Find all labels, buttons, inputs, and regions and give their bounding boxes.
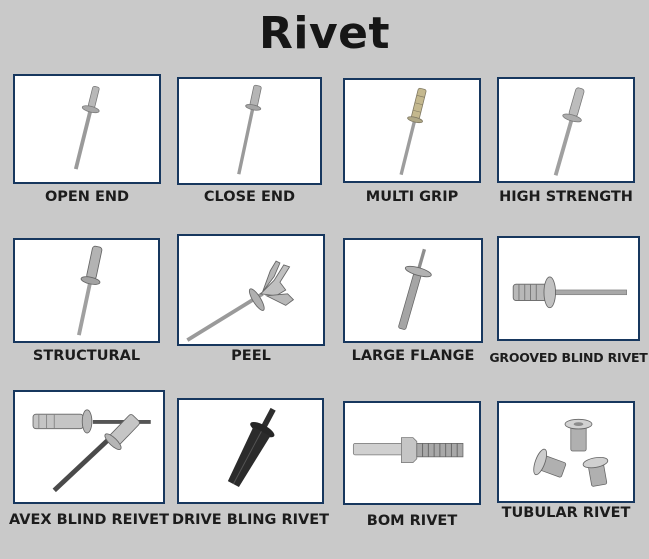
drive-rivet-icon: [227, 407, 276, 487]
avex-blind-image: [13, 390, 165, 504]
rivet-label: HIGH STRENGTH: [499, 189, 633, 205]
rivet-label: CLOSE END: [203, 189, 296, 205]
bom-rivet-icon: [352, 437, 464, 463]
rivet-label: OPEN END: [44, 189, 130, 205]
high-strength-image: [497, 77, 635, 183]
rivet-label: MULTI GRIP: [365, 189, 459, 205]
rivet-card-close-end: CLOSE END: [177, 77, 322, 217]
rivet-label: BOM RIVET: [366, 513, 458, 529]
bom-image: [343, 401, 481, 505]
rivet-label: GROOVED BLIND RIVET: [489, 350, 648, 365]
multi-grip-rivet-icon: [399, 87, 427, 176]
rivet-card-structural: STRUCTURAL: [13, 238, 160, 378]
rivet-label: TUBULAR RIVET: [501, 505, 631, 521]
rivet-label: PEEL: [231, 348, 271, 364]
open-end-image: [13, 74, 161, 184]
rivet-card-tubular: TUBULAR RIVET: [497, 401, 635, 541]
rivet-label: STRUCTURAL: [32, 348, 141, 364]
peel-rivet-icon: [186, 260, 295, 342]
structural-rivet-icon: [77, 245, 103, 336]
page-title: Rivet: [258, 8, 391, 59]
close-end-image: [177, 77, 322, 185]
avex-blind-rivet-icon: [32, 409, 151, 493]
peel-image: [177, 234, 325, 346]
large-flange-rivet-icon: [398, 248, 432, 330]
rivet-card-grooved-blind: GROOVED BLIND RIVET: [489, 236, 648, 376]
close-end-rivet-icon: [237, 84, 262, 175]
rivet-label: DRIVE BLING RIVET: [171, 512, 330, 528]
rivet-card-peel: PEEL: [177, 234, 325, 374]
rivet-card-high-strength: HIGH STRENGTH: [497, 77, 635, 217]
tubular-rivet-icon: [533, 418, 609, 487]
rivet-card-avex-blind: AVEX BLIND REIVET: [9, 390, 169, 535]
rivet-card-large-flange: LARGE FLANGE: [343, 238, 483, 378]
rivet-label: AVEX BLIND REIVET: [9, 512, 169, 528]
open-end-rivet-icon: [73, 85, 100, 170]
rivet-card-multi-grip: MULTI GRIP: [343, 78, 481, 218]
high-strength-rivet-icon: [553, 87, 585, 176]
rivet-label: LARGE FLANGE: [351, 348, 475, 364]
rivet-card-bom: BOM RIVET: [343, 401, 481, 541]
large-flange-image: [343, 238, 483, 343]
grooved-blind-image: [497, 236, 640, 341]
structural-image: [13, 238, 160, 343]
drive-image: [177, 398, 324, 504]
multi-grip-image: [343, 78, 481, 183]
rivet-card-drive: DRIVE BLING RIVET: [172, 398, 329, 538]
rivet-card-open-end: OPEN END: [13, 74, 161, 214]
grooved-blind-rivet-icon: [512, 276, 627, 309]
tubular-image: [497, 401, 635, 503]
